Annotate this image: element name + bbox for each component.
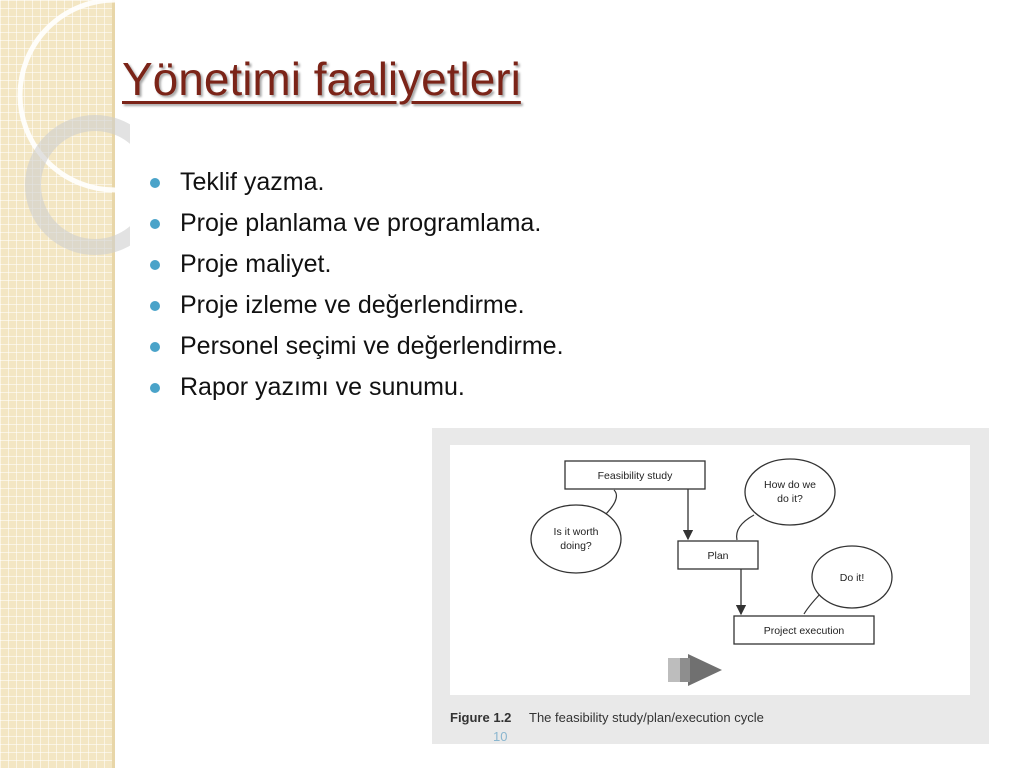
feasibility-label: Feasibility study xyxy=(598,470,673,482)
plan-label: Plan xyxy=(707,550,728,562)
slide-title: Yönetimi faaliyetleri xyxy=(122,53,521,105)
bullet-text: Proje planlama ve programlama. xyxy=(180,209,542,237)
bullet-text: Personel seçimi ve değerlendirme. xyxy=(180,332,564,360)
bubble-do-it: Do it! xyxy=(803,545,893,615)
bullet-item: Rapor yazımı ve sunumu. xyxy=(150,367,564,408)
bubble-doit-line1: Do it! xyxy=(840,572,865,584)
bullet-list: Teklif yazma. Proje planlama ve programl… xyxy=(150,162,564,408)
bullet-dot-icon xyxy=(150,342,160,352)
figure-caption-label: Figure 1.2 xyxy=(450,710,512,725)
slide-number: 10 xyxy=(493,729,508,744)
bubble-worth-line2: doing? xyxy=(560,540,592,552)
bubble-worth-line1: Is it worth xyxy=(554,526,599,538)
feasibility-figure: Feasibility study Plan Project execution… xyxy=(432,428,989,744)
bullet-text: Proje izleme ve değerlendirme. xyxy=(180,291,525,319)
bullet-dot-icon xyxy=(150,219,160,229)
bullet-dot-icon xyxy=(150,383,160,393)
bullet-item: Proje maliyet. xyxy=(150,244,564,285)
bubble-how-line2: do it? xyxy=(777,493,803,505)
bullet-item: Proje planlama ve programlama. xyxy=(150,203,564,244)
bullet-item: Teklif yazma. xyxy=(150,162,564,203)
bullet-text: Teklif yazma. xyxy=(180,168,325,196)
figure-caption-text: The feasibility study/plan/execution cyc… xyxy=(529,710,764,725)
bubble-how-do-we: How do we do it? xyxy=(736,458,836,541)
bubble-worth-doing: Is it worth doing? xyxy=(530,489,622,574)
bullet-dot-icon xyxy=(150,260,160,270)
bullet-text: Rapor yazımı ve sunumu. xyxy=(180,373,465,401)
cycle-diagram: Feasibility study Plan Project execution… xyxy=(530,458,893,686)
sidebar-edge xyxy=(112,0,115,768)
execution-label: Project execution xyxy=(764,625,845,637)
bullet-dot-icon xyxy=(150,178,160,188)
bubble-how-line1: How do we xyxy=(764,479,816,491)
plan-box xyxy=(677,540,759,570)
decorative-rings xyxy=(17,0,130,255)
bullet-dot-icon xyxy=(150,301,160,311)
bullet-item: Proje izleme ve değerlendirme. xyxy=(150,285,564,326)
bullet-text: Proje maliyet. xyxy=(180,250,332,278)
feasibility-box xyxy=(564,460,706,490)
bullet-item: Personel seçimi ve değerlendirme. xyxy=(150,326,564,367)
execution-box xyxy=(733,615,875,645)
flow-arrow-icon xyxy=(668,654,722,686)
